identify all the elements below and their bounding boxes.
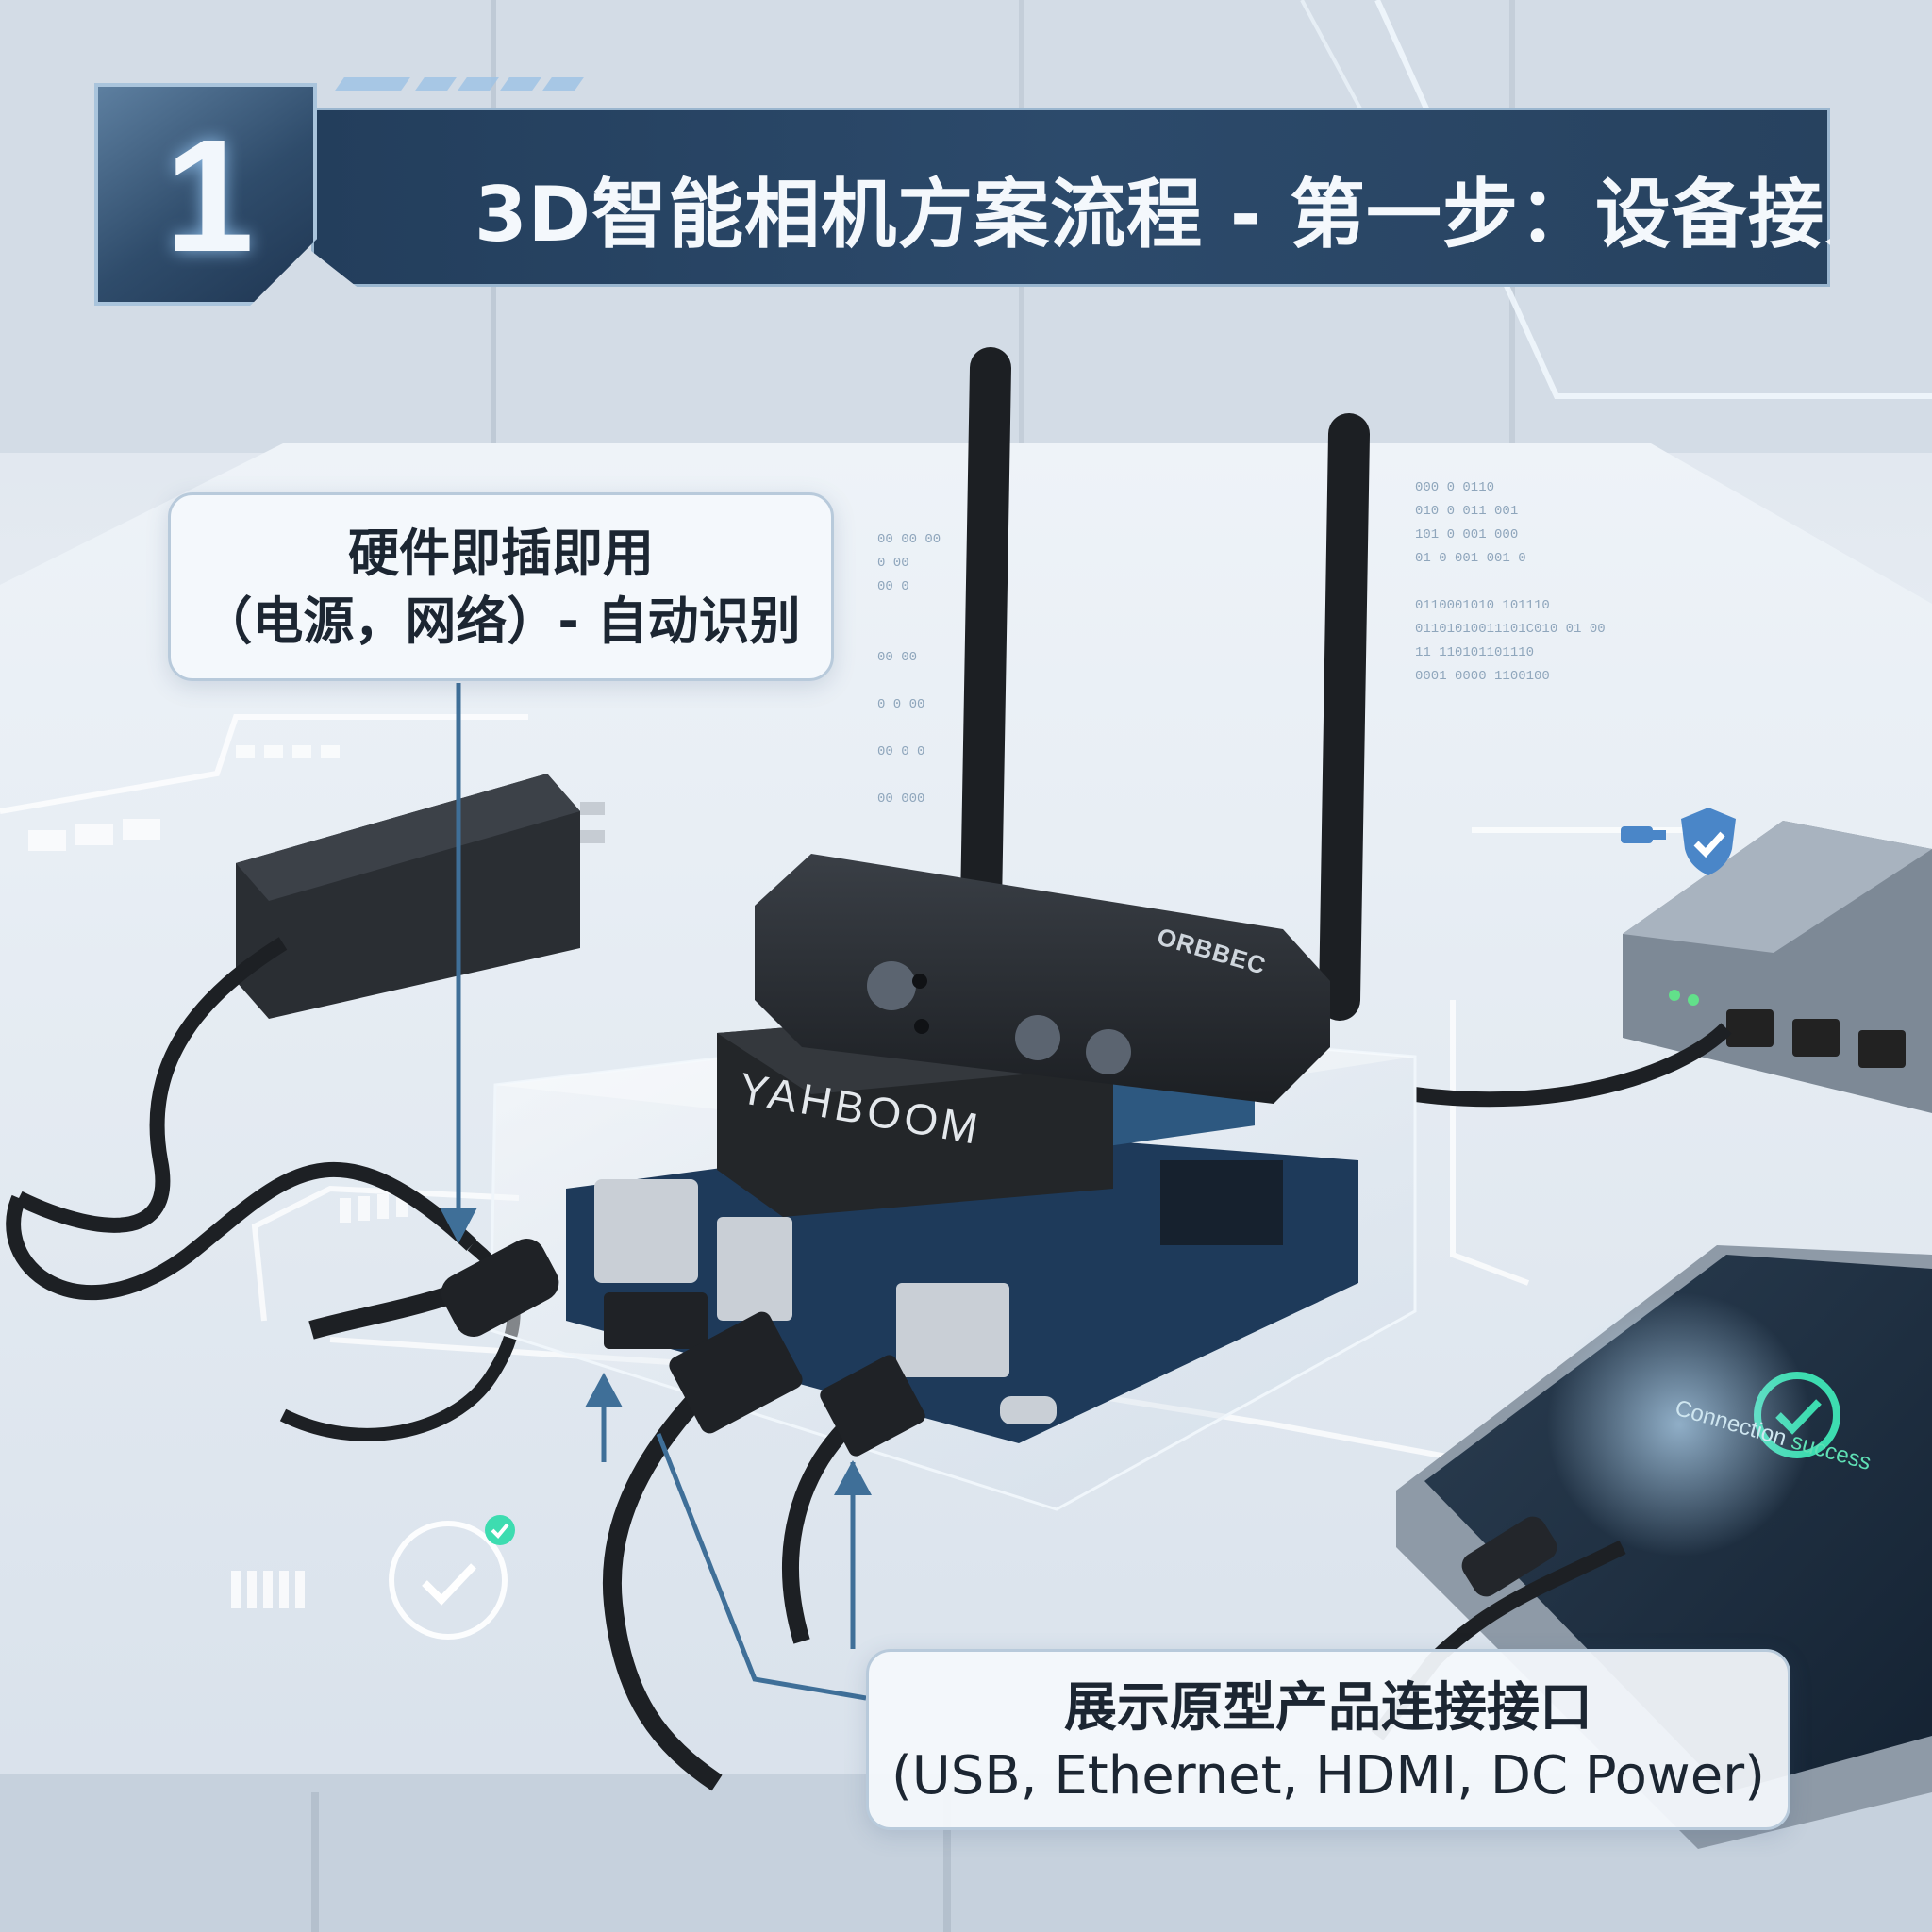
svg-text:00 0 0: 00 0 0	[877, 744, 924, 759]
usb-icon	[1621, 826, 1666, 843]
callout-plug-and-play: 硬件即插即用 （电源，网络）- 自动识别	[168, 492, 834, 681]
check-circle-icon	[389, 1515, 515, 1640]
svg-text:00 0: 00 0	[877, 579, 909, 594]
callout-plug-and-play-line1: 硬件即插即用	[348, 524, 654, 583]
svg-text:101 0 001 000: 101 0 001 000	[1415, 527, 1518, 542]
callout-interfaces-line1: 展示原型产品连接接口	[1064, 1677, 1592, 1739]
page-title: 3D智能相机方案流程 - 第一步：设备接入	[475, 171, 1901, 258]
callout-interfaces: 展示原型产品连接接口 (USB, Ethernet, HDMI, DC Powe…	[866, 1649, 1790, 1830]
svg-text:000 0 0110: 000 0 0110	[1415, 480, 1494, 495]
svg-text:0 0 00: 0 0 00	[877, 697, 924, 712]
header: 3D智能相机方案流程 - 第一步：设备接入 1	[94, 77, 1830, 306]
svg-text:00 000: 00 000	[877, 791, 924, 807]
svg-text:0 00: 0 00	[877, 556, 909, 571]
svg-text:01 0 001 001 0: 01 0 001 001 0	[1415, 551, 1526, 566]
svg-text:00 00: 00 00	[877, 650, 917, 665]
step-badge: 1	[94, 83, 317, 306]
title-bar: 3D智能相机方案流程 - 第一步：设备接入	[311, 108, 1830, 287]
callout-plug-and-play-line2: （电源，网络）- 自动识别	[201, 591, 801, 651]
svg-text:11 110101101110: 11 110101101110	[1415, 645, 1534, 660]
svg-text:010 0 011 001: 010 0 011 001	[1415, 504, 1518, 519]
svg-text:0001 0000 1100100: 0001 0000 1100100	[1415, 669, 1550, 684]
svg-text:0110001010 101110: 0110001010 101110	[1415, 598, 1550, 613]
shield-check-icon	[1681, 808, 1736, 875]
step-number: 1	[164, 107, 255, 286]
callout-interfaces-line2: (USB, Ethernet, HDMI, DC Power)	[891, 1745, 1766, 1807]
svg-text:00 00 00: 00 00 00	[877, 532, 941, 547]
header-deco-stripe	[335, 77, 410, 91]
svg-text:01101010011101C010 01 00: 01101010011101C010 01 00	[1415, 622, 1606, 637]
